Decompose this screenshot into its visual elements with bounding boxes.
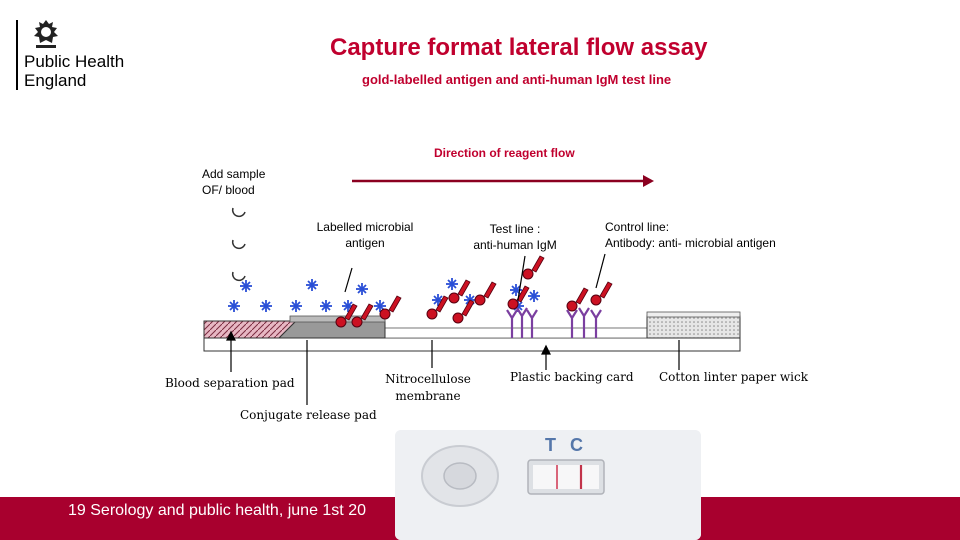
blood-pad-label: Blood separation pad [165,376,295,390]
control-line-antibodies [566,307,602,338]
backing-card [203,337,741,352]
flow-direction-label: Direction of reagent flow [434,146,575,160]
org-name: Public Health England [24,52,125,90]
labelled-antigen-label: Labelled microbial antigen [316,220,414,250]
add-sample-label: Add sample OF/ blood [202,167,266,197]
logo-bar [16,20,18,90]
t-marker: T [545,435,556,455]
backing-card-label: Plastic backing card [510,370,634,384]
flow-arrow [352,175,654,187]
test-line-label: Test line : anti-human IgM [473,222,557,252]
nitrocellulose-label: Nitrocellulose membrane [385,372,471,403]
cassette-drawing [395,430,701,540]
wick-pad [646,315,741,339]
nitrocellulose-strip [384,327,648,339]
sample-drops [231,207,246,282]
conjugate-pad [277,320,386,339]
conjugate-pad-label: Conjugate release pad [240,408,377,422]
test-line-antibodies [506,307,538,338]
gold-conjugates [335,255,613,328]
wick-pad-top [646,311,741,318]
test-cassette-photo: T C [395,430,701,540]
c-marker: C [570,435,583,455]
control-line-label: Control line: Antibody: anti- microbial … [605,220,776,250]
phe-logo: Public Health England [14,18,154,94]
pointer-lines [226,253,680,405]
page-title: Capture format lateral flow assay [330,34,708,61]
crest-icon [34,20,58,48]
page-subtitle: gold-labelled antigen and anti-human IgM… [362,72,672,87]
footer-text: 19 Serology and public health, june 1st … [68,502,366,519]
wick-label: Cotton linter paper wick [659,370,808,384]
